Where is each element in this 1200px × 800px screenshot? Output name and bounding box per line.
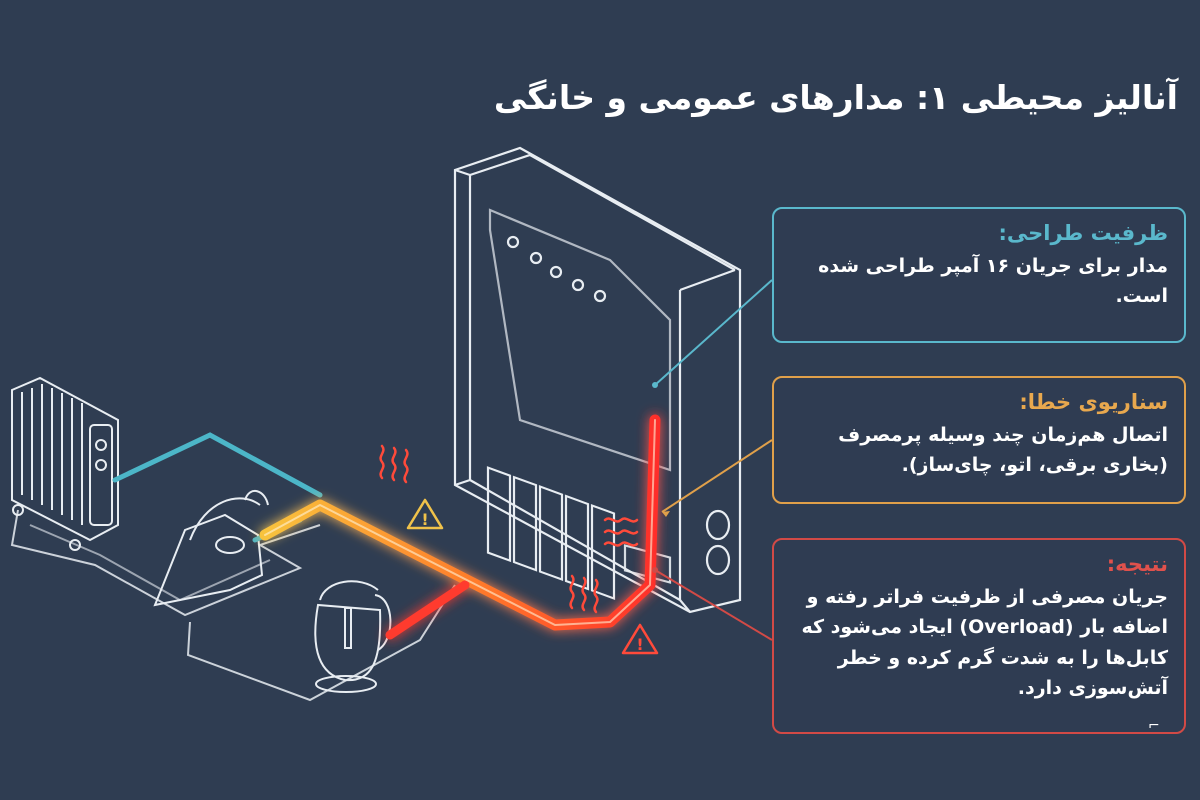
card-title: سناریوی خطا: bbox=[1019, 390, 1168, 414]
clothes-iron-icon bbox=[153, 490, 269, 607]
svg-text:!: ! bbox=[421, 510, 428, 529]
svg-text:!: ! bbox=[636, 635, 643, 654]
card-title: نتیجه: bbox=[1106, 552, 1168, 576]
card-title: ظرفیت طراحی: bbox=[998, 221, 1168, 245]
error-scenario-card: سناریوی خطا: اتصال هم‌زمان چند وسیله پرم… bbox=[772, 376, 1186, 504]
card-body: اتصال هم‌زمان چند وسیله پرمصرف (بخاری بر… bbox=[838, 424, 1168, 477]
warning-icon: ! bbox=[621, 623, 659, 655]
radiator-heater-icon bbox=[11, 376, 119, 551]
card-body: مدار برای جریان ۱۶ آمپر طراحی شده است. bbox=[818, 255, 1168, 308]
card-body: جریان مصرفی از ظرفیت فراتر رفته و اضافه … bbox=[801, 586, 1168, 700]
warning-icon: ! bbox=[406, 498, 444, 530]
overloaded-wire bbox=[259, 414, 661, 640]
electric-kettle-icon bbox=[314, 580, 392, 693]
result-card: نتیجه: جریان مصرفی از ظرفیت فراتر رفته و… bbox=[772, 538, 1186, 734]
heat-waves-icon bbox=[379, 444, 409, 484]
electrical-panel-icon bbox=[453, 146, 742, 614]
heat-waves-icon bbox=[569, 574, 599, 614]
page-title: آنالیز محیطی ۱: مدارهای عمومی و خانگی bbox=[493, 78, 1178, 117]
callout-leaders bbox=[652, 279, 773, 641]
circuit-breakers bbox=[486, 466, 616, 600]
heat-waves-icon bbox=[603, 517, 639, 547]
corner-mark: ⌐ bbox=[1148, 718, 1160, 734]
design-capacity-card: ظرفیت طراحی: مدار برای جریان ۱۶ آمپر طرا… bbox=[772, 207, 1186, 343]
